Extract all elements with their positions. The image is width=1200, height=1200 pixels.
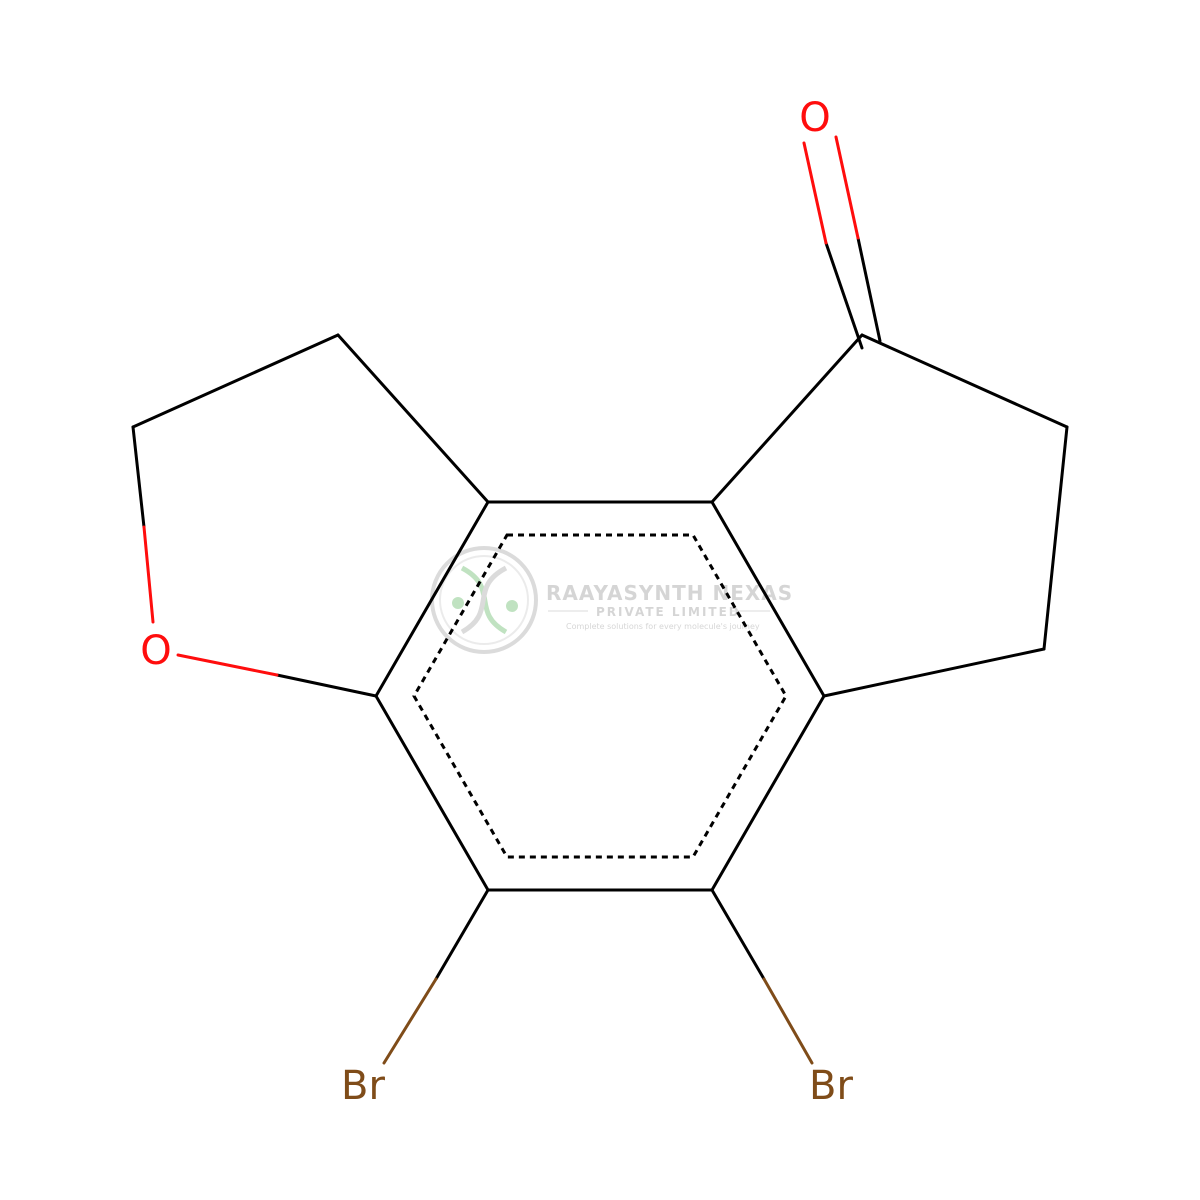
carbonyl-bond-inner-red [802,141,828,245]
watermark-tagline: Complete solutions for every molecule's … [566,622,760,631]
carbonyl-double-bond [802,135,882,350]
ether-oxygen-bonds [142,525,279,677]
watermark-title: RAAYASYNTH NEXAS [546,581,793,605]
bond-c3-c4 [710,694,826,892]
bond-c2-c3 [710,500,826,698]
watermark-subtitle: PRIVATE LIMITED [596,605,741,619]
bond-c5-br-brown [382,977,438,1065]
bond-co-ch2c [860,333,1069,429]
carbonyl-bond-outer-red [834,135,860,240]
bond-c4-br-black [710,888,766,981]
aromatic-ring-dashes [412,533,788,859]
bond-c2-co [710,333,864,504]
bond-o-c6-black [275,673,378,698]
carbonyl-bond-inner-black [824,241,864,350]
bond-c1-ch2a [336,333,490,504]
bromine-bonds [382,888,814,1065]
bond-ch2d-c3 [822,647,1046,698]
bond-c5-br-black [434,888,490,981]
bond-c6-c1 [374,500,490,698]
bond-o-c6-red [176,653,279,677]
dna-helix-icon [430,546,538,654]
atom-label-bromine-right: Br [809,1063,853,1109]
atom-label-ether-oxygen: O [140,628,171,674]
bond-ch2c-ch2d [1042,425,1069,651]
bond-ch2b-o [131,425,146,529]
bond-ch2b-o-red [142,525,155,624]
dihydrofuran-ring [131,333,490,698]
atom-label-bromine-left: Br [341,1063,385,1109]
benzene-ring [374,500,826,892]
bond-c5-c6 [374,694,490,892]
bond-ch2a-ch2b [131,333,340,429]
carbonyl-bond-outer-black [856,236,882,343]
atom-label-carbonyl-oxygen: O [799,95,830,141]
watermark: RAAYASYNTH NEXAS PRIVATE LIMITED Complet… [430,546,793,654]
bond-c4-br-brown [762,977,814,1065]
cyclopentanone-ring [710,333,1069,698]
